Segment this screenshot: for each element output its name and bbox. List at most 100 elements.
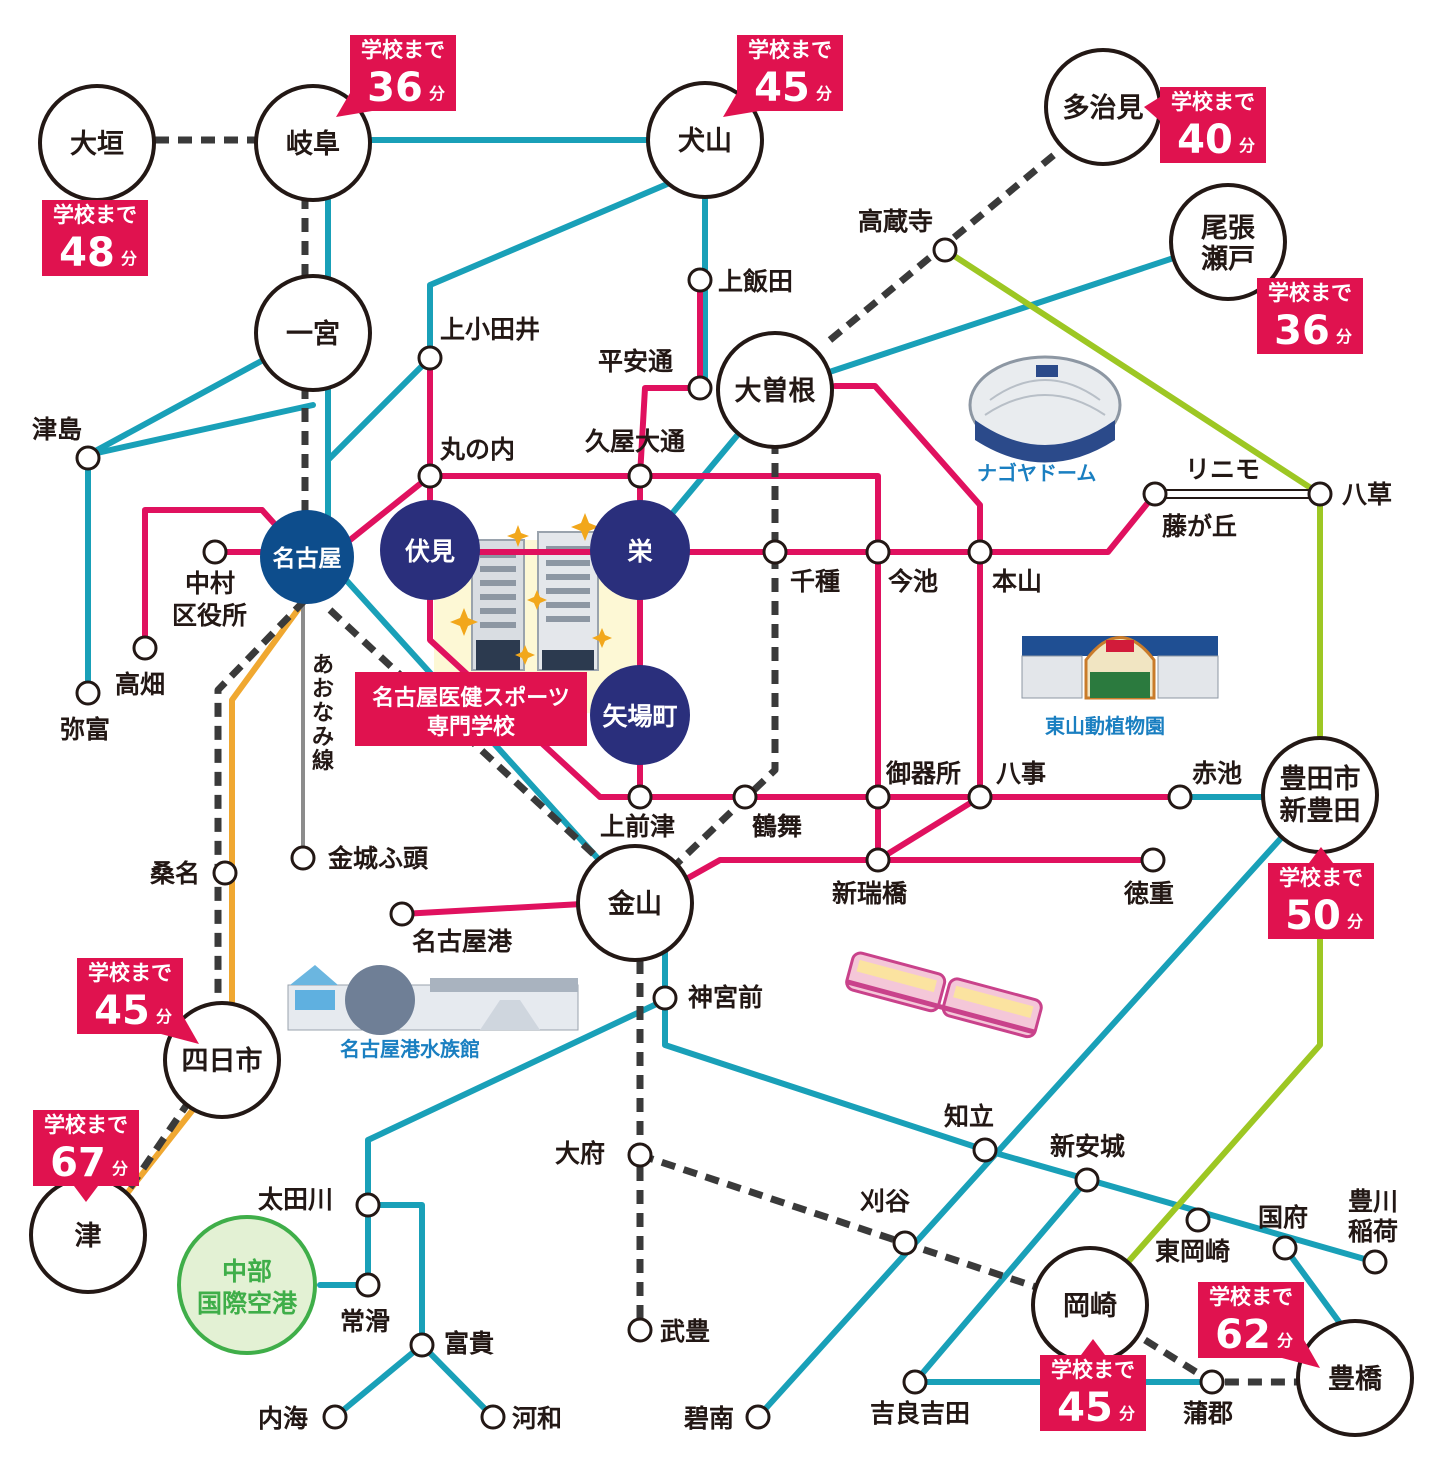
time-tag-box [350, 35, 456, 111]
time-tag-minutes: 48 [59, 230, 115, 276]
station-yabacho-circle[interactable] [590, 665, 690, 765]
station-kariya-dot[interactable] [892, 1230, 918, 1256]
train-illustration [845, 951, 1043, 1039]
time-tag-box [1257, 278, 1363, 354]
label-higashiyama-zoo: 東山動植物園 [1045, 714, 1165, 738]
time-tag-minutes: 36 [1274, 308, 1330, 354]
station-yagusa-dot[interactable] [1307, 481, 1333, 507]
label-chikusa: 千種 [790, 567, 840, 596]
label-imaike: 今池 [888, 567, 938, 596]
station-shinmizuhashi-dot[interactable] [865, 847, 891, 873]
label-nagoya-dome: ナゴヤドーム [977, 461, 1096, 485]
time-tag-prefix: 学校まで [748, 38, 832, 62]
label-heiando: 平安通 [598, 347, 673, 376]
station-jingumae-dot[interactable] [652, 985, 678, 1011]
time-tag-unit: 分 [121, 249, 137, 268]
station-ozone-circle[interactable] [716, 331, 834, 449]
station-yatomi-dot[interactable] [75, 680, 101, 706]
label-utsumi: 内海 [258, 1404, 308, 1433]
station-tomiki-dot[interactable] [409, 1332, 435, 1358]
station-sakae-circle[interactable] [590, 500, 690, 600]
station-kamiotai-dot[interactable] [417, 345, 443, 371]
station-yagoto-dot[interactable] [967, 784, 993, 810]
station-hisaya-odori-dot[interactable] [627, 463, 653, 489]
label-gifu: 岐阜 [286, 129, 340, 160]
station-kamiiida-dot[interactable] [687, 267, 713, 293]
station-gamagori-dot[interactable] [1199, 1369, 1225, 1395]
label-gokiso: 御器所 [885, 759, 961, 788]
station-obu-dot[interactable] [627, 1142, 653, 1168]
label-tsurumai: 鶴舞 [752, 812, 802, 841]
station-tsurumai-dot[interactable] [732, 784, 758, 810]
station-toyota-circle[interactable] [1261, 736, 1379, 854]
station-nakamura-kuyakusho-dot[interactable] [202, 539, 228, 565]
station-marunouchi-dot[interactable] [417, 463, 443, 489]
station-chiryu-dot[interactable] [972, 1137, 998, 1163]
label-kanayama: 金山 [607, 888, 662, 920]
station-takabata-dot[interactable] [132, 635, 158, 661]
station-toyokawa-inari-dot[interactable] [1362, 1249, 1388, 1275]
label-fushimi: 伏見 [405, 537, 455, 566]
label-takakuraji: 高蔵寺 [858, 207, 933, 236]
school-banner[interactable]: 名古屋医健スポーツ 専門学校 [355, 672, 587, 746]
label-hisaya-odori: 久屋大通 [585, 427, 685, 456]
label-tsushima: 津島 [32, 415, 82, 444]
station-fushimi-circle[interactable] [380, 500, 480, 600]
station-takakuraji-dot[interactable] [932, 237, 958, 263]
station-akaike-dot[interactable] [1167, 784, 1193, 810]
time-tag-unit: 分 [1119, 1404, 1135, 1423]
station-kinjofuto-dot[interactable] [290, 845, 316, 871]
label-toyohashi: 豊橋 [1328, 1364, 1383, 1395]
station-kira-yoshida-dot[interactable] [902, 1369, 928, 1395]
label-kamiotai: 上小田井 [440, 315, 540, 344]
label-airport-1: 中部 [222, 1257, 272, 1286]
station-ichinomiya-circle[interactable] [254, 274, 372, 392]
station-fujigaoka-dot[interactable] [1142, 481, 1168, 507]
label-tokoname: 常滑 [340, 1307, 390, 1336]
time-tag-prefix: 学校まで [1171, 90, 1255, 114]
station-kowa-dot[interactable] [480, 1404, 506, 1430]
station-otagawa-dot[interactable] [355, 1192, 381, 1218]
station-nagoyako-dot[interactable] [389, 901, 415, 927]
label-akaike: 赤池 [1192, 759, 1242, 788]
label-nakamura: 中村 [185, 569, 235, 598]
time-tag-minutes: 45 [1057, 1385, 1113, 1431]
time-tag-unit: 分 [1239, 136, 1255, 155]
station-motoyama-dot[interactable] [967, 539, 993, 565]
station-kamimaezu-dot[interactable] [627, 784, 653, 810]
label-kariya: 刈谷 [860, 1187, 911, 1216]
station-taketoyo-dot[interactable] [627, 1317, 653, 1343]
station-gokiso-dot[interactable] [865, 784, 891, 810]
label-kuwana: 桑名 [150, 859, 200, 888]
station-heiando-dot[interactable] [687, 375, 713, 401]
station-chikusa-dot[interactable] [762, 539, 788, 565]
time-tag-minutes: 45 [94, 988, 150, 1034]
airport-circle[interactable] [177, 1215, 317, 1355]
station-higashi-okazaki-dot[interactable] [1185, 1207, 1211, 1233]
station-owari-seto-circle[interactable] [1169, 183, 1287, 301]
station-toyohashi-circle[interactable] [1296, 1319, 1414, 1437]
station-shin-anjo-dot[interactable] [1074, 1167, 1100, 1193]
station-tsushima-dot[interactable] [75, 445, 101, 471]
station-tokoname-dot[interactable] [355, 1272, 381, 1298]
station-tokushige-dot[interactable] [1140, 847, 1166, 873]
label-yabacho: 矢場町 [602, 702, 677, 731]
station-kou-dot[interactable] [1272, 1235, 1298, 1261]
time-tag-prefix: 学校まで [53, 203, 137, 227]
station-nagoya-circle[interactable] [260, 510, 354, 604]
school-name-line1: 名古屋医健スポーツ [372, 685, 570, 711]
station-utsumi-dot[interactable] [322, 1404, 348, 1430]
station-kuwana-dot[interactable] [212, 860, 238, 886]
station-hekinan-dot[interactable] [745, 1404, 771, 1430]
label-kinjofuto: 金城ふ頭 [327, 844, 429, 873]
time-tag-box [737, 35, 843, 111]
station-yokkaichi-circle[interactable] [163, 1001, 281, 1119]
label-chiryu: 知立 [944, 1102, 994, 1131]
station-imaike-dot[interactable] [865, 539, 891, 565]
station-kanayama-circle[interactable] [576, 844, 694, 962]
